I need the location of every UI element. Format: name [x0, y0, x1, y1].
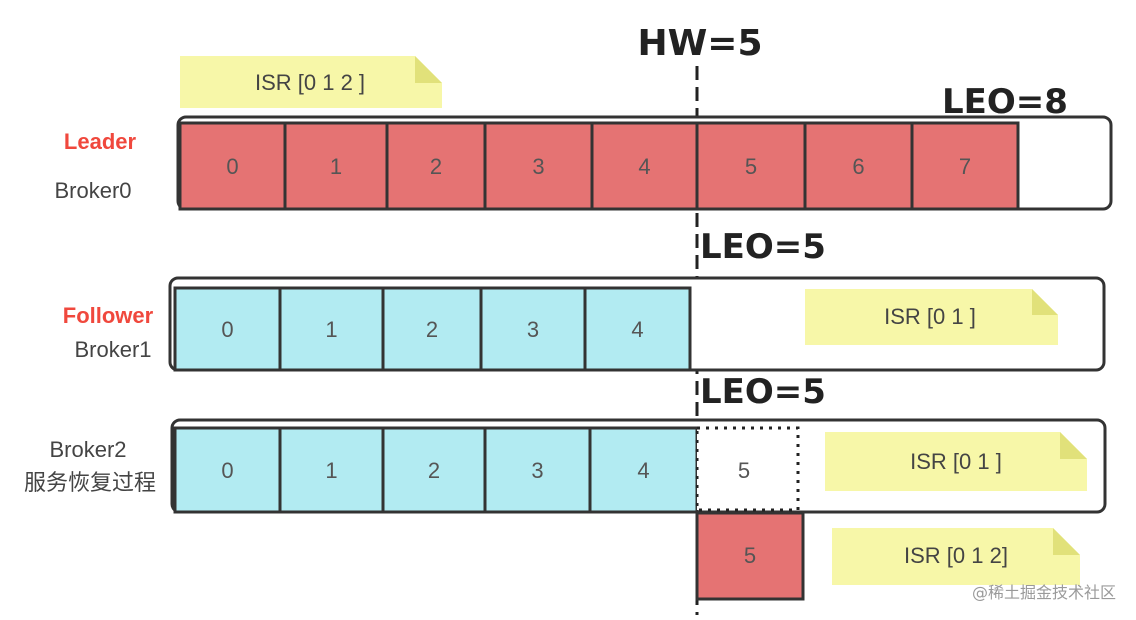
recovered-isr-note: ISR [0 1 2] — [832, 528, 1080, 585]
leader-cell — [803, 121, 914, 211]
leader-cell-offset: 7 — [959, 154, 971, 179]
follower-cell-offset: 0 — [221, 317, 233, 342]
broker2-recovery-label: 服务恢复过程 — [24, 470, 156, 495]
hw-label: HW=5 — [637, 23, 762, 64]
recovered-offset-number: 5 — [744, 543, 756, 568]
leader-cell — [283, 121, 389, 211]
follower-role-label: Follower — [63, 303, 154, 328]
broker2-pending-offset: 5 — [738, 458, 750, 483]
broker2-cell-offset: 2 — [428, 458, 440, 483]
leader-cell-offset: 5 — [745, 154, 757, 179]
broker2-leo-label: LEO=5 — [700, 372, 826, 412]
follower-cell-offset: 3 — [527, 317, 539, 342]
leader-cell — [590, 121, 699, 211]
recovered-isr-text: ISR [0 1 2] — [904, 543, 1008, 568]
watermark-text: @稀土掘金技术社区 — [972, 583, 1116, 602]
leader-isr-note: ISR [0 1 2 ] — [180, 56, 442, 108]
broker2-name-label: Broker2 — [49, 437, 126, 462]
follower-isr-note: ISR [0 1 ] — [805, 289, 1058, 345]
leader-broker-name: Broker0 — [54, 178, 131, 203]
broker2-cell — [483, 426, 592, 514]
follower-cell — [173, 286, 282, 372]
recovered-offset-cell: 5 — [695, 511, 805, 601]
leader-cell-offset: 6 — [852, 154, 864, 179]
leader-log-cells: 0 1 2 3 4 5 6 7 — [178, 121, 1020, 211]
broker2-isr-text: ISR [0 1 ] — [910, 449, 1002, 474]
broker2-isr-note: ISR [0 1 ] — [825, 432, 1087, 491]
follower-cell-offset: 4 — [631, 317, 643, 342]
leader-cell-offset: 0 — [226, 154, 238, 179]
leader-cell — [695, 121, 807, 211]
follower-cell — [479, 286, 587, 372]
leader-cell-offset: 3 — [532, 154, 544, 179]
follower-broker-name: Broker1 — [74, 337, 151, 362]
broker2-log-cells: 0 1 2 3 4 — [173, 426, 699, 514]
leader-cell — [910, 121, 1020, 211]
broker2-pending-cell: 5 — [695, 426, 800, 512]
follower-log-cells: 0 1 2 3 4 — [173, 286, 692, 372]
broker2-cell-offset: 1 — [325, 458, 337, 483]
follower-leo-label: LEO=5 — [700, 227, 826, 267]
broker2-cell-offset: 3 — [531, 458, 543, 483]
leader-cell-offset: 2 — [430, 154, 442, 179]
broker2-cell-offset: 0 — [221, 458, 233, 483]
follower-cell — [583, 286, 692, 372]
follower-cell-offset: 1 — [325, 317, 337, 342]
leader-cell — [385, 121, 487, 211]
follower-cell-offset: 2 — [426, 317, 438, 342]
broker2-cell — [381, 426, 487, 514]
leader-cell-offset: 4 — [638, 154, 650, 179]
leader-cell-offset: 1 — [330, 154, 342, 179]
follower-isr-text: ISR [0 1 ] — [884, 304, 976, 329]
follower-cell — [381, 286, 483, 372]
broker2-cell-offset: 4 — [637, 458, 649, 483]
leader-leo-label: LEO=8 — [942, 82, 1068, 122]
leader-role-label: Leader — [64, 129, 137, 154]
leader-isr-text: ISR [0 1 2 ] — [255, 70, 365, 95]
